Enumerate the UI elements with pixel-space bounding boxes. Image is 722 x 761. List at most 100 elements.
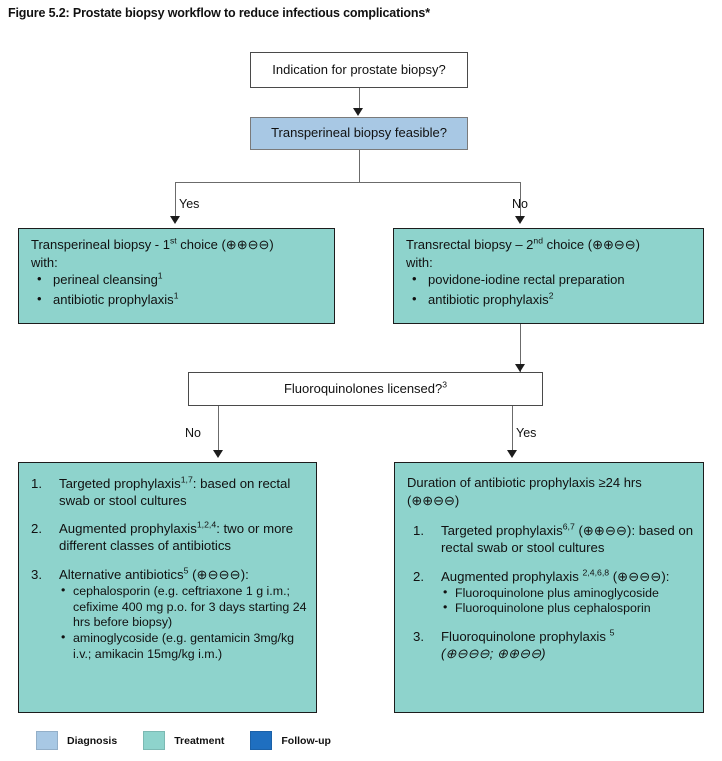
arrowhead-to-fq	[514, 364, 525, 372]
node-transperineal-biopsy: Transperineal biopsy - 1st choice (⊕⊕⊖⊖)…	[18, 228, 335, 324]
node-indication: Indication for prostate biopsy?	[250, 52, 468, 88]
transperineal-heading: Transperineal biopsy - 1st choice (⊕⊕⊖⊖)	[31, 235, 324, 254]
figure-title: Figure 5.2: Prostate biopsy workflow to …	[8, 6, 430, 20]
yes-fq-heading-line2: (⊕⊕⊖⊖)	[407, 492, 460, 508]
legend-label-diagnosis: Diagnosis	[67, 734, 118, 747]
connector-feasible-split	[175, 182, 521, 184]
branch-label-fq-yes: Yes	[516, 426, 537, 440]
no-fq-item-1: 1. Targeted prophylaxis1,7: based on rec…	[25, 475, 308, 509]
transperineal-bullet-1-sup: 1	[157, 270, 163, 281]
yes-fq-item-1-pre: Targeted prophylaxis	[441, 523, 563, 539]
legend-item-treatment: Treatment	[143, 731, 224, 750]
transrectal-bullet-2-sup: 2	[548, 290, 554, 301]
transperineal-bullets: perineal cleansing1 antibiotic prophylax…	[31, 270, 324, 309]
transrectal-bullets: povidone-iodine rectal preparation antib…	[406, 271, 693, 309]
transrectal-bullet-2: antibiotic prophylaxis2	[406, 290, 693, 309]
yes-fq-item-3-quality: (⊕⊖⊖⊖; ⊕⊕⊖⊖)	[441, 646, 546, 662]
node-indication-label: Indication for prostate biopsy?	[272, 61, 446, 77]
legend-label-followup: Follow-up	[281, 734, 331, 747]
yes-fq-heading-line1: Duration of antibiotic prophylaxis ≥24 h…	[407, 475, 642, 490]
connector-feasible-yes-branch	[175, 182, 177, 222]
transperineal-heading-pre: Transperineal biopsy - 1	[31, 237, 170, 252]
node-fluoroquinolone-licensed-options: Duration of antibiotic prophylaxis ≥24 h…	[394, 462, 704, 713]
transrectal-heading-sup: nd	[533, 235, 543, 246]
transperineal-heading-sup: st	[169, 235, 177, 246]
node-transperineal-feasible: Transperineal biopsy feasible?	[250, 117, 468, 150]
yes-fq-item-3: 3. Fluoroquinolone prophylaxis 5 (⊕⊖⊖⊖; …	[407, 628, 695, 662]
no-fq-subitem-cephalosporin: cephalosporin (e.g. ceftriaxone 1 g i.m.…	[59, 583, 308, 631]
yes-fq-item-1-post: (⊕⊕⊖⊖): based on rectal swab or stool cu…	[441, 523, 694, 556]
yes-fq-item-3-pre: Fluoroquinolone prophylaxis	[441, 629, 610, 645]
transperineal-heading-post: choice (⊕⊕⊖⊖)	[176, 237, 274, 252]
node-no-fluoroquinolone-options: 1. Targeted prophylaxis1,7: based on rec…	[18, 462, 317, 713]
fq-label: Fluoroquinolones licensed?3	[283, 379, 448, 398]
yes-fq-item-2-sublist: Fluoroquinolone plus aminoglycoside Fluo…	[441, 585, 695, 618]
no-fq-item-3-sup: 5	[183, 565, 189, 576]
no-fq-item-2: 2. Augmented prophylaxis1,2,4: two or mo…	[25, 520, 308, 554]
yes-fq-item-1-sup: 6,7	[562, 521, 575, 532]
transperineal-bullet-2-sup: 1	[173, 290, 179, 301]
transrectal-bullet-2-text: antibiotic prophylaxis	[428, 291, 549, 307]
transperineal-bullet-1-text: perineal cleansing	[53, 272, 158, 288]
no-fq-item-2-post: : two or more different classes of antib…	[59, 521, 294, 554]
transrectal-with-label: with:	[406, 254, 433, 270]
no-fq-item-1-post: : based on rectal swab or stool cultures	[59, 476, 291, 509]
yes-fq-item-2: 2. Augmented prophylaxis 2,4,6,8 (⊕⊖⊖⊖):…	[407, 568, 695, 618]
transrectal-bullet-1-text: povidone-iodine rectal preparation	[428, 272, 625, 288]
transrectal-heading-pre: Transrectal biopsy – 2	[406, 237, 534, 252]
arrowhead-to-transrectal	[514, 216, 525, 224]
yes-fq-subitem-aminoglycoside: Fluoroquinolone plus aminoglycoside	[441, 585, 695, 602]
branch-label-feasible-yes: Yes	[179, 197, 200, 211]
yes-fq-item-3-sup: 5	[609, 627, 615, 638]
transrectal-heading: Transrectal biopsy – 2nd choice (⊕⊕⊖⊖)	[406, 235, 693, 254]
no-fq-item-1-num: 1.	[31, 476, 42, 491]
legend-item-diagnosis: Diagnosis	[36, 731, 117, 750]
no-fq-item-2-num: 2.	[31, 521, 42, 537]
no-fq-item-2-sup: 1,2,4	[196, 519, 217, 530]
connector-fq-no-branch	[218, 406, 220, 456]
legend-item-followup: Follow-up	[250, 731, 331, 750]
yes-fq-list: 1. Targeted prophylaxis6,7 (⊕⊕⊖⊖): based…	[407, 522, 695, 662]
node-fluoroquinolones-licensed: Fluoroquinolones licensed?3	[188, 372, 543, 406]
transperineal-bullet-2: antibiotic prophylaxis1	[31, 290, 324, 309]
no-fq-item-3: 3. Alternative antibiotics5 (⊕⊖⊖⊖): ceph…	[25, 566, 308, 663]
fq-label-pre: Fluoroquinolones licensed?	[283, 380, 443, 396]
connector-feasible-stem	[358, 150, 360, 183]
arrowhead-to-feasible	[353, 108, 363, 116]
transperineal-bullet-2-text: antibiotic prophylaxis	[53, 291, 174, 307]
no-fq-list: 1. Targeted prophylaxis1,7: based on rec…	[25, 475, 308, 663]
arrowhead-to-no-fq-box	[212, 450, 223, 458]
legend-swatch-followup	[250, 731, 273, 750]
connector-indication-to-feasible	[358, 88, 360, 112]
transrectal-heading-post: choice (⊕⊕⊖⊖)	[542, 237, 640, 252]
yes-fq-item-3-num: 3.	[413, 629, 424, 645]
no-fq-item-3-post: (⊕⊖⊖⊖):	[188, 566, 249, 582]
fq-label-sup: 3	[442, 379, 448, 390]
legend: Diagnosis Treatment Follow-up	[36, 731, 357, 750]
legend-swatch-treatment	[143, 731, 166, 750]
no-fq-item-3-num: 3.	[31, 566, 42, 582]
no-fq-subitem-aminoglycoside: aminoglycoside (e.g. gentamicin 3mg/kg i…	[59, 630, 308, 663]
transperineal-bullet-1: perineal cleansing1	[31, 270, 324, 289]
node-transperineal-feasible-label: Transperineal biopsy feasible?	[271, 125, 447, 141]
connector-fq-yes-branch	[512, 406, 514, 456]
yes-fq-item-2-post: (⊕⊖⊖⊖):	[609, 568, 670, 584]
node-transrectal-biopsy: Transrectal biopsy – 2nd choice (⊕⊕⊖⊖) w…	[393, 228, 704, 324]
arrowhead-to-transperineal	[169, 216, 180, 224]
no-fq-item-3-pre: Alternative antibiotics	[59, 566, 184, 582]
branch-label-feasible-no: No	[512, 197, 528, 211]
arrowhead-to-yes-fq-box	[506, 450, 517, 458]
no-fq-item-1-sup: 1,7	[180, 474, 193, 485]
connector-feasible-no-branch	[520, 182, 522, 222]
no-fq-item-1-pre: Targeted prophylaxis	[59, 476, 181, 491]
no-fq-item-2-pre: Augmented prophylaxis	[59, 521, 197, 537]
yes-fq-item-1-num: 1.	[413, 523, 424, 539]
legend-label-treatment: Treatment	[174, 734, 225, 747]
yes-fq-item-2-pre: Augmented prophylaxis	[441, 568, 583, 584]
yes-fq-item-1: 1. Targeted prophylaxis6,7 (⊕⊕⊖⊖): based…	[407, 522, 695, 556]
yes-fq-item-2-sup: 2,4,6,8	[582, 567, 610, 578]
no-fq-item-3-sublist: cephalosporin (e.g. ceftriaxone 1 g i.m.…	[59, 583, 308, 663]
yes-fq-subitem-cephalosporin: Fluoroquinolone plus cephalosporin	[441, 600, 695, 617]
transperineal-with-label: with:	[31, 254, 58, 270]
legend-swatch-diagnosis	[36, 731, 58, 750]
